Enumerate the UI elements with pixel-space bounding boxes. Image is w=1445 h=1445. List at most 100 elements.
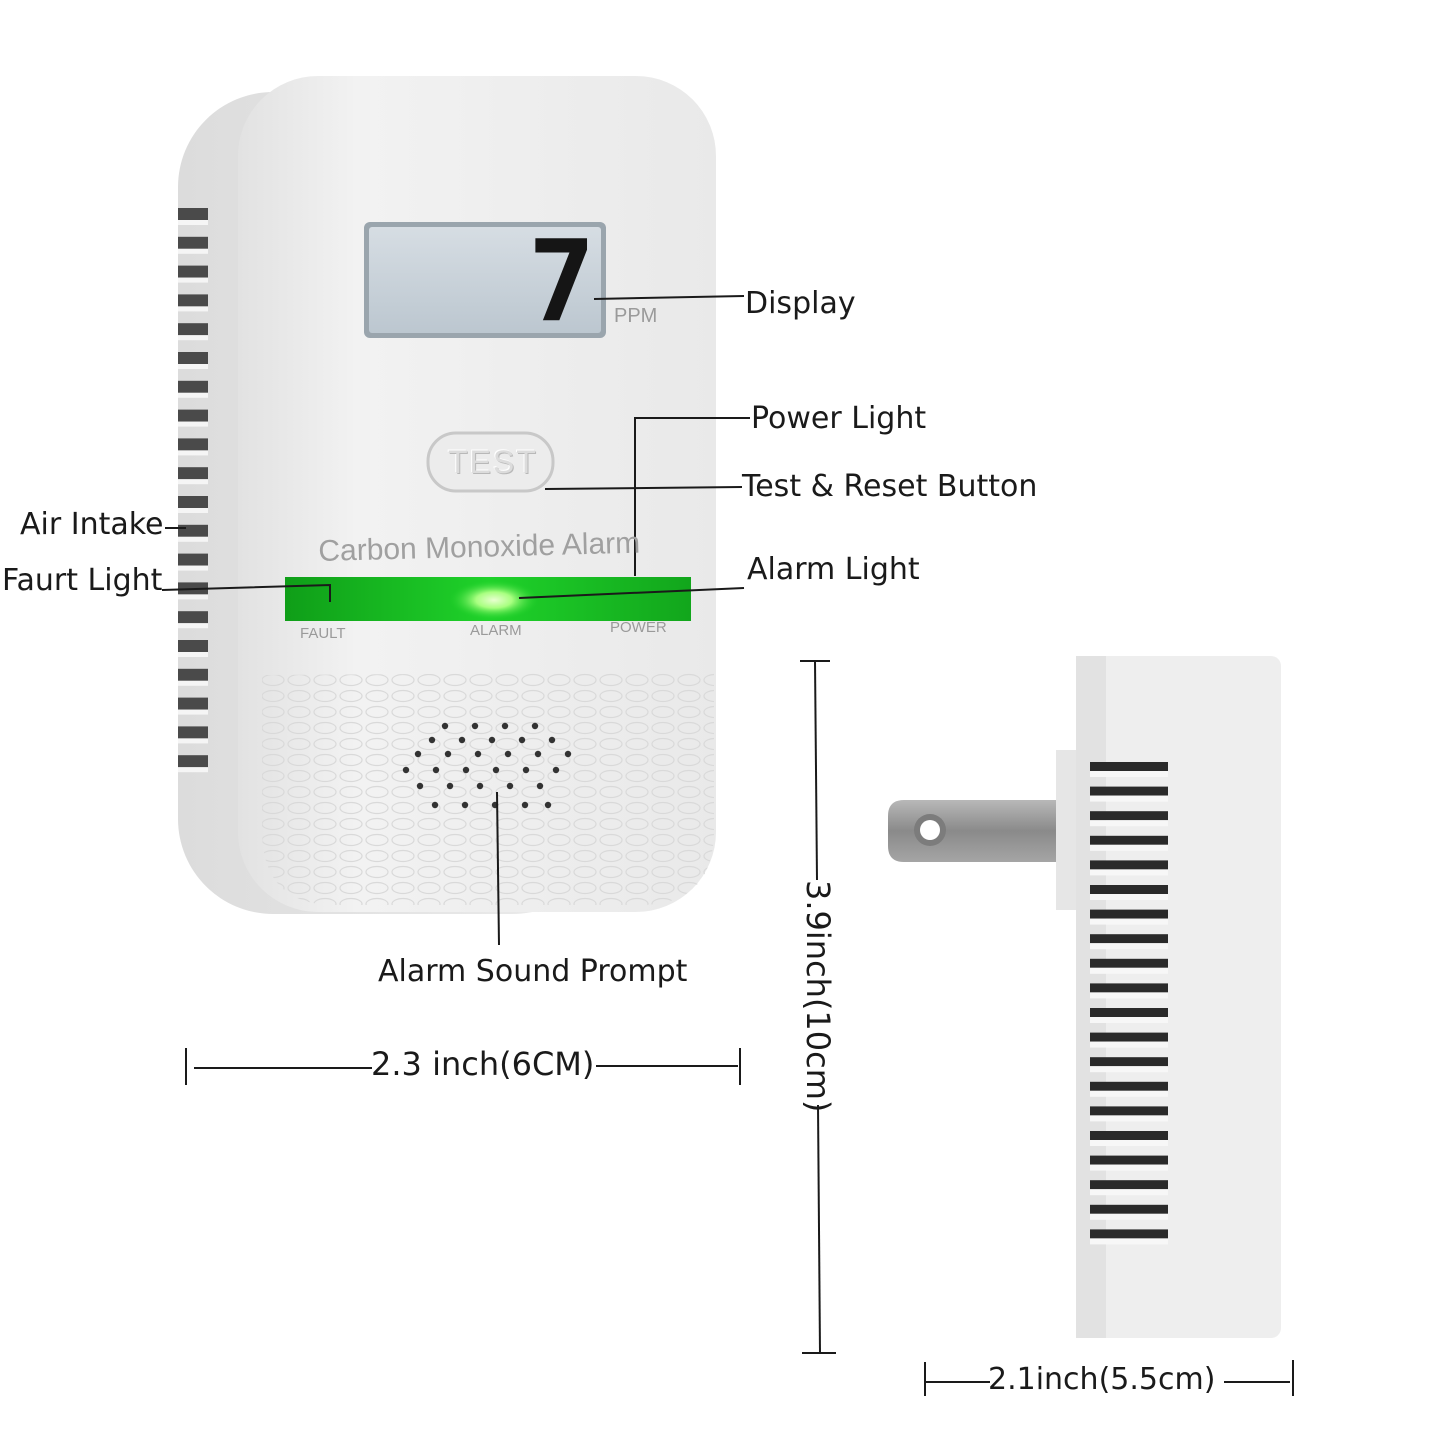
air-intake-slot <box>178 380 208 393</box>
side-vent-rim <box>1090 1115 1168 1122</box>
height-line-bottom <box>817 1104 821 1354</box>
speaker-hole <box>518 736 526 744</box>
air-intake-slot <box>178 611 208 624</box>
test-button-leader <box>544 486 743 490</box>
lcd-display <box>369 227 601 333</box>
speaker-hole <box>462 766 470 774</box>
air-intake-slot-rim <box>178 421 208 427</box>
air-intake-slot-rim <box>178 479 208 485</box>
dimension-height: 3.9inch(10cm) <box>799 880 837 1113</box>
air-intake-slot-rim <box>178 306 208 312</box>
speaker-hole <box>531 722 539 730</box>
speaker-hole <box>522 766 530 774</box>
side-vent-slot <box>1090 909 1168 919</box>
side-vent-slot <box>1090 1032 1168 1042</box>
callout-alarm-sound: Alarm Sound Prompt <box>378 954 688 989</box>
air-intake-slot-rim <box>178 680 208 686</box>
side-vent-rim <box>1090 1213 1168 1220</box>
side-vent-rim <box>1090 1189 1168 1196</box>
side-vent-slot <box>1090 1008 1168 1017</box>
speaker-hole <box>471 722 479 730</box>
dimension-lines <box>185 660 1294 1396</box>
alarm-sound-leader <box>496 791 500 946</box>
ppm-reading: 7 <box>528 217 596 347</box>
side-vent-slot <box>1090 835 1168 845</box>
side-vent-rim <box>1090 844 1168 851</box>
speaker-holes <box>402 722 572 809</box>
side-vent-slot <box>1090 983 1168 993</box>
speaker-hole <box>564 750 572 758</box>
test-button-shape <box>426 431 555 493</box>
speaker-hole <box>428 736 436 744</box>
speaker-hole <box>476 782 484 790</box>
side-vent-slot <box>1090 1229 1168 1239</box>
air-intake-slot <box>178 208 208 220</box>
callout-fault-light: Faurt Light <box>2 563 163 598</box>
side-vent-slot <box>1090 1106 1168 1116</box>
side-vent-rim <box>1090 918 1168 925</box>
side-vent-slot <box>1090 1180 1168 1190</box>
side-vent-rim <box>1090 1090 1168 1097</box>
speaker-hole <box>534 750 542 758</box>
air-intake-slot <box>178 726 208 739</box>
side-vent-rim <box>1090 1238 1168 1245</box>
air-intake-slot <box>178 438 208 451</box>
air-intake-slot <box>178 553 208 566</box>
callout-alarm-light: Alarm Light <box>747 552 920 587</box>
speaker-hole <box>501 722 509 730</box>
side-vent-rim <box>1090 894 1168 900</box>
speaker-hole <box>504 750 512 758</box>
speaker-hole <box>432 766 440 774</box>
side-vent-rim <box>1090 795 1168 802</box>
air-intake-slot-rim <box>178 248 208 254</box>
side-vent-rim <box>1090 869 1168 876</box>
callout-power-light: Power Light <box>751 401 927 436</box>
speaker-hole <box>492 766 500 774</box>
speaker-hole <box>536 782 544 790</box>
speaker-hole <box>488 736 496 744</box>
air-intake-slot <box>178 409 208 422</box>
side-vent-rim <box>1090 943 1168 950</box>
speaker-hole <box>474 750 482 758</box>
air-intake-slot <box>178 524 208 537</box>
air-intake-slot <box>178 294 208 307</box>
dimension-width: 2.3 inch(6CM) <box>371 1045 595 1083</box>
air-intake-slot-rim <box>178 277 208 283</box>
power-light-leader <box>634 417 750 576</box>
air-intake-slot-rim <box>178 335 208 341</box>
speaker-hole <box>444 750 452 758</box>
alarm-light-leader <box>518 587 745 599</box>
side-vent-slot <box>1090 811 1168 821</box>
air-intake-slot <box>178 640 208 652</box>
indicator-label-alarm: ALARM <box>470 622 522 639</box>
fault-light-leader <box>161 583 331 602</box>
air-intake-slot-rim <box>178 450 208 456</box>
test-button-label: TEST <box>448 444 538 480</box>
air-intake-slot-rim <box>178 623 208 629</box>
alarm-led-glow <box>449 580 539 620</box>
speaker-hole <box>461 801 469 809</box>
indicator-label-fault: FAULT <box>300 625 346 642</box>
air-intake-slot-rim <box>178 767 208 773</box>
side-vent-slot <box>1090 934 1168 944</box>
side-vent-rim <box>1090 1017 1168 1023</box>
speaker-hole <box>416 782 424 790</box>
air-intake-slot-rim <box>178 508 208 513</box>
side-vent-rim <box>1090 992 1168 999</box>
air-intake-slot <box>178 236 208 249</box>
speaker-hole <box>414 750 422 758</box>
speaker-hole <box>521 801 529 809</box>
speaker-hole <box>548 736 556 744</box>
side-vents <box>1090 762 1168 1245</box>
air-intake-slot <box>178 496 208 508</box>
side-vent-slot <box>1090 762 1168 771</box>
speaker-hole <box>552 766 560 774</box>
callout-air-intake: Air Intake <box>20 507 164 542</box>
side-vent-slot <box>1090 1131 1168 1140</box>
side-vent-rim <box>1090 967 1168 974</box>
side-vent-slot <box>1090 885 1168 894</box>
air-intake-slot-rim <box>178 364 208 369</box>
prong-hole <box>920 820 940 840</box>
side-vent-slot <box>1090 1155 1168 1165</box>
